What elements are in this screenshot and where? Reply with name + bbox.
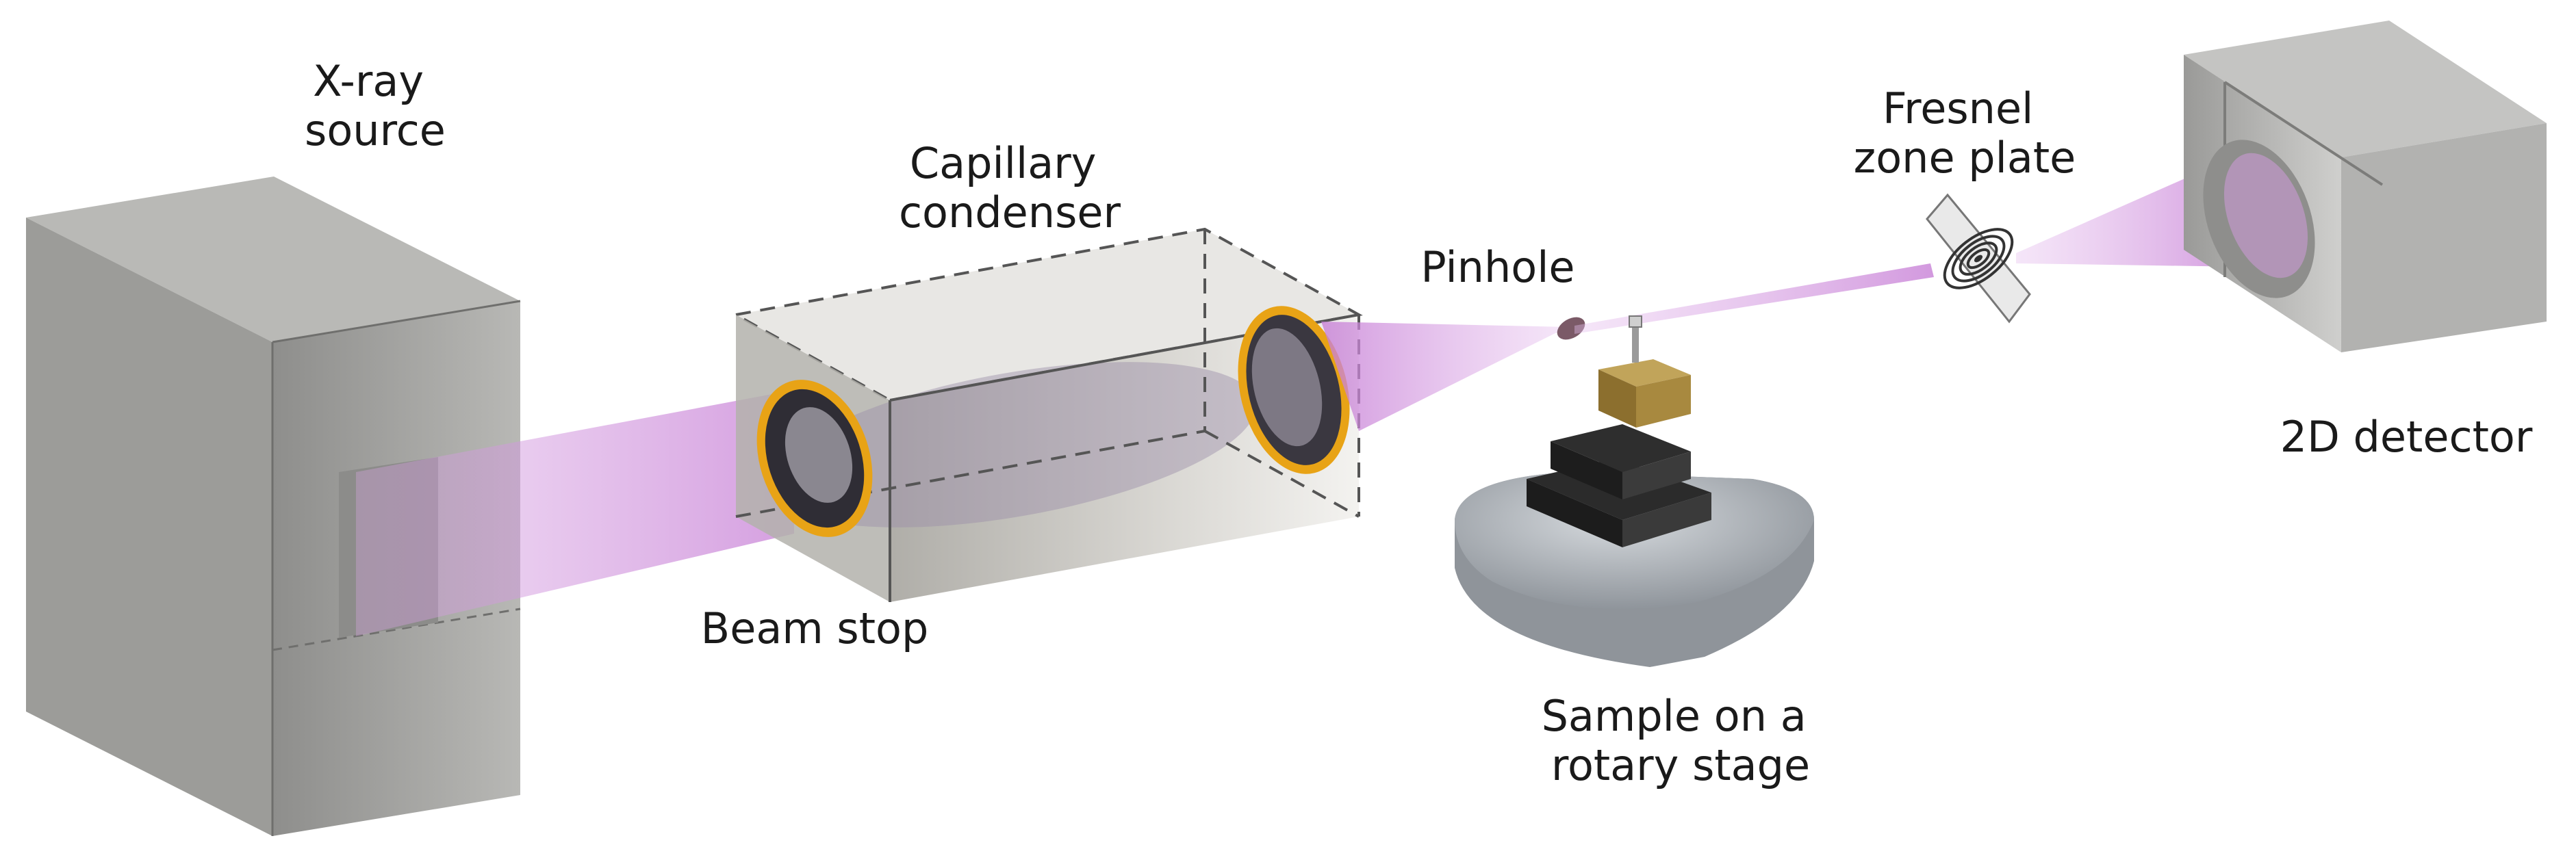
label-xray-source: X-ray source [305,56,446,155]
label-detector: 2D detector [2280,412,2533,462]
label-pinhole: Pinhole [1420,242,1574,292]
fresnel-zone-plate [1926,193,2031,324]
label-sample-stage: Sample on a rotary stage [1542,691,1820,790]
pinhole [1557,317,1585,340]
detector-2d [2184,21,2547,352]
beam-condenser-to-pinhole [1321,322,1568,431]
label-capillary-condenser: Capillary condenser [899,138,1121,237]
sample-mount [1598,359,1691,387]
sample-pin [1632,322,1639,363]
label-fresnel-zone-plate: Fresnel zone plate [1854,83,2076,183]
beam-stop-disc [785,407,853,503]
sample-rotary-stage [1455,315,1814,667]
capillary-condenser [732,227,1363,602]
beam-pinhole-to-zone-plate [1574,263,1934,334]
xray-source [26,177,521,836]
beam-source-to-condenser [356,390,794,636]
label-beam-stop: Beam stop [701,603,929,653]
